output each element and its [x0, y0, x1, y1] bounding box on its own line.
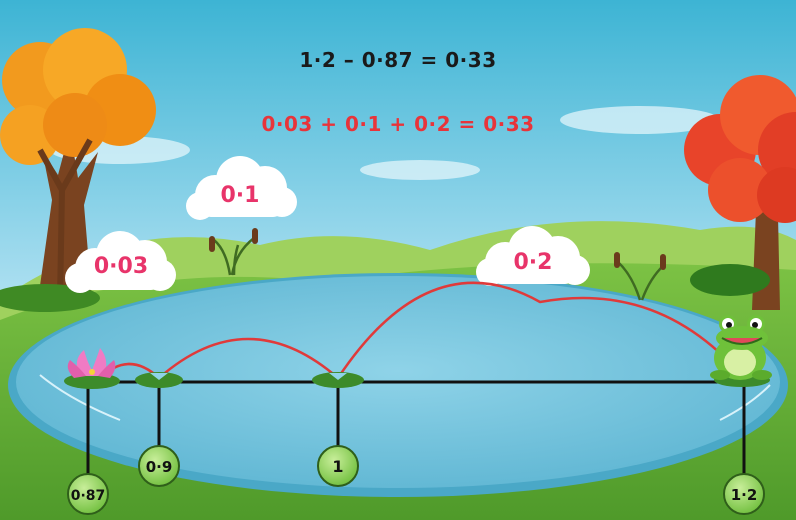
marker-start: 0·87	[67, 473, 109, 515]
water-ripple	[39, 374, 121, 421]
water-ripple	[719, 384, 771, 421]
jump-label-third: 0·2	[514, 250, 553, 275]
lily-pad-icon	[135, 372, 183, 388]
marker-2: 0·9	[138, 445, 180, 487]
marker-start-label: 0·87	[71, 488, 106, 504]
jump-arc-second	[158, 337, 339, 379]
frog-icon	[710, 315, 772, 387]
marker-end: 1·2	[723, 473, 765, 515]
marker-connectors	[86, 382, 746, 478]
marker-3-label: 1	[332, 457, 343, 476]
cattail-icon	[209, 228, 258, 276]
cloud-icon	[186, 156, 297, 220]
addition-equation: 0·03 + 0·1 + 0·2 = 0·33	[261, 112, 535, 136]
subtraction-equation: 1·2 – 0·87 = 0·33	[299, 48, 497, 72]
bush	[690, 264, 770, 296]
sky-clouds	[50, 106, 720, 180]
jump-label-second: 0·1	[221, 183, 260, 208]
marker-3: 1	[317, 445, 359, 487]
cattail-icon	[614, 252, 666, 301]
marker-2-label: 0·9	[146, 458, 173, 476]
tree-icon	[684, 75, 796, 310]
cloud-icon	[476, 226, 590, 286]
jump-label-first: 0·03	[94, 254, 148, 279]
cloud-icon	[65, 231, 176, 293]
lily-pad-icon	[312, 372, 364, 388]
marker-end-label: 1·2	[731, 486, 758, 504]
jump-arc-third	[336, 281, 745, 379]
lily-flower-icon	[64, 348, 120, 389]
